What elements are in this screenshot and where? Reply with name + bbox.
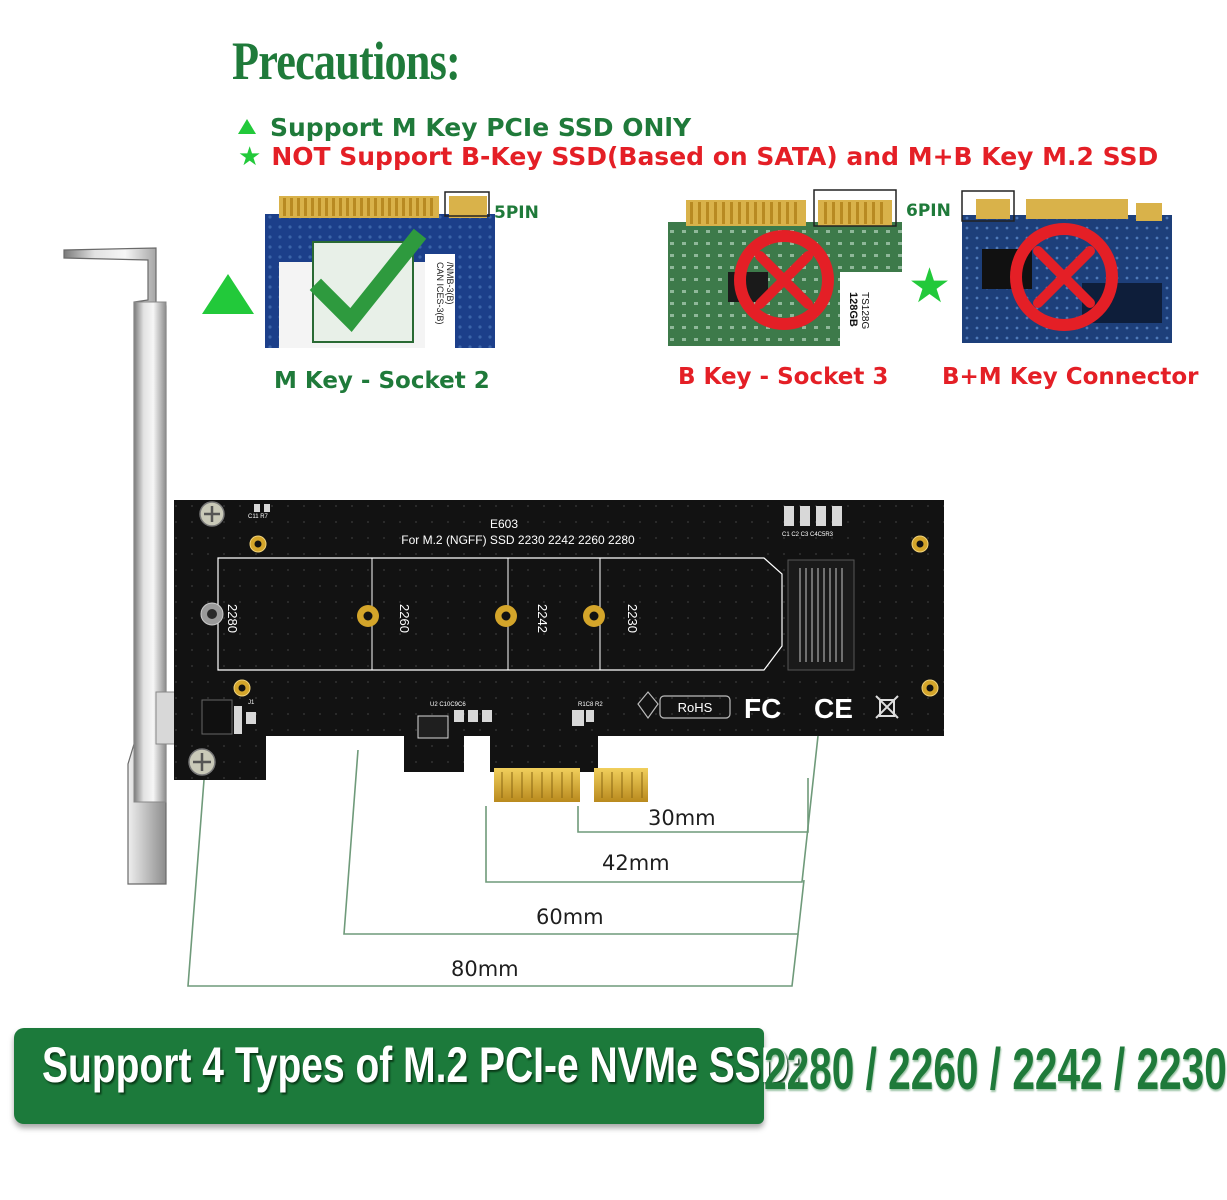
dimension-30mm: 30mm	[648, 806, 716, 830]
b-key-caption: B Key - Socket 3	[678, 364, 889, 390]
pcie-metal-bracket	[63, 247, 185, 885]
m2-socket	[787, 559, 855, 671]
triangle-bullet-icon	[238, 119, 256, 134]
component-label-j1: J1	[248, 700, 255, 706]
m-key-caption: M Key - Socket 2	[274, 368, 490, 394]
unsupported-note: ★ NOT Support B-Key SSD(Based on SATA) an…	[238, 142, 1158, 172]
slot-label-2260: 2260	[397, 604, 412, 633]
m-key-label-line1: CAN ICES-3(B)	[435, 262, 445, 325]
supported-note: Support M Key PCIe SSD ONlY	[238, 113, 691, 142]
mounting-screw-icon	[199, 501, 225, 527]
weee-bin-icon	[875, 695, 899, 719]
bm-key-ssd-image	[961, 190, 1172, 343]
component-label-c11r7: C11 R7	[248, 514, 269, 520]
bm-key-caption: B+M Key Connector	[942, 364, 1199, 390]
slot-label-2280: 2280	[225, 604, 240, 633]
component-label-r1: R1C8 R2	[578, 702, 603, 708]
fcc-mark: FC	[744, 693, 781, 724]
pcie-gold-fingers	[494, 768, 580, 802]
b-key-label-line2: TS128G	[859, 292, 870, 329]
m2-adapter-card: E603 For M.2 (NGFF) SSD 2230 2242 2260 2…	[174, 500, 944, 802]
supported-triangle-icon	[202, 274, 254, 314]
star-bullet-icon: ★	[238, 142, 262, 172]
bm-key-pin-label: 6PIN	[906, 201, 951, 221]
rohs-leaf-icon	[637, 691, 659, 720]
slot-label-2230: 2230	[625, 604, 640, 633]
rohs-mark: RoHS	[678, 700, 713, 715]
prohibited-icon	[734, 230, 834, 330]
m-key-label-line2: /NMB-3(B)	[445, 262, 455, 305]
dimension-80mm: 80mm	[451, 957, 519, 981]
card-model: E603	[490, 517, 518, 531]
b-key-ssd-image: 128GB TS128G	[668, 189, 902, 346]
supported-note-text: Support M Key PCIe SSD ONlY	[270, 113, 692, 142]
unsupported-note-text: NOT Support B-Key SSD(Based on SATA) and…	[271, 142, 1159, 171]
m-key-ssd-image: CAN ICES-3(B) /NMB-3(B)	[265, 191, 495, 348]
supported-sizes: 2280 / 2260 / 2242 / 2230	[764, 1037, 1227, 1102]
support-banner-text: Support 4 Types of M.2 PCI-e NVMe SSD:	[42, 1037, 802, 1093]
b-key-label-line1: 128GB	[847, 292, 859, 327]
card-subtitle: For M.2 (NGFF) SSD 2230 2242 2260 2280	[401, 533, 635, 547]
not-supported-star-icon: ★	[908, 258, 952, 314]
page-title: Precautions:	[232, 31, 461, 91]
component-label-u2: U2 C10C9C6	[430, 702, 466, 708]
prohibited-icon	[1010, 223, 1118, 331]
ce-mark: CE	[814, 693, 853, 724]
slot-label-2242: 2242	[535, 604, 550, 633]
mounting-screw-icon	[188, 748, 216, 776]
dimension-60mm: 60mm	[536, 905, 604, 929]
support-banner	[14, 1028, 764, 1124]
m-key-pin-label: 5PIN	[494, 203, 539, 223]
dimension-42mm: 42mm	[602, 851, 670, 875]
component-label-c1c5: C1 C2 C3 C4C5R3	[782, 532, 834, 538]
